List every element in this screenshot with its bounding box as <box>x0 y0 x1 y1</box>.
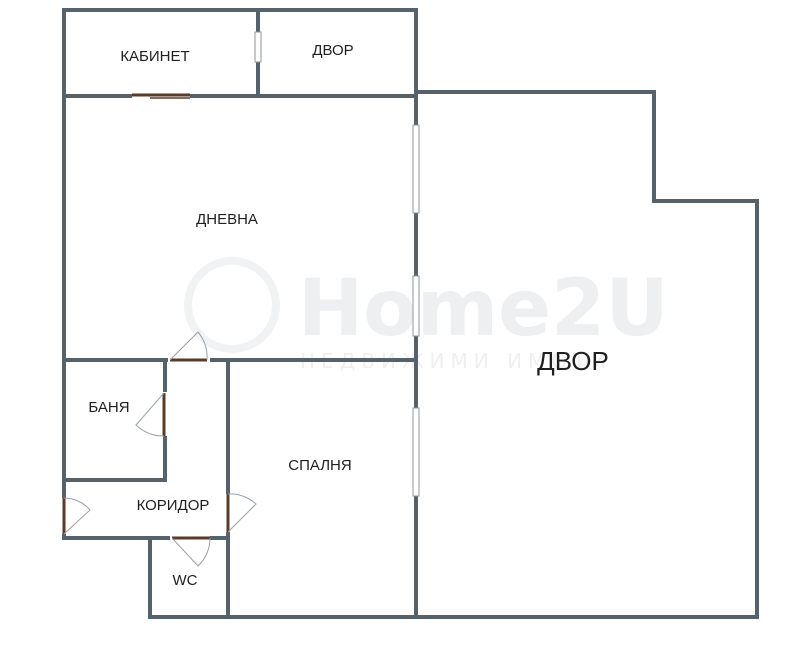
label-yard-large: ДВОР <box>537 346 609 376</box>
doors <box>61 93 257 567</box>
wall-yard-large <box>414 90 759 619</box>
door-bath-swing <box>135 392 165 437</box>
door-wc-swing <box>171 537 211 567</box>
label-wc: WC <box>173 572 198 589</box>
room-labels: КАБИНЕТ ДВОР ДНЕВНА БАНЯ КОРИДОР СПАЛНЯ … <box>88 42 608 589</box>
window-living-2 <box>412 275 420 337</box>
wall-top-block <box>62 8 418 98</box>
label-yard-small: ДВОР <box>312 42 353 59</box>
label-living: ДНЕВНА <box>196 211 258 228</box>
door-living-swing <box>169 331 208 361</box>
watermark-logo: Home2U <box>298 264 669 354</box>
label-bedroom: СПАЛНЯ <box>288 457 351 474</box>
windows <box>254 31 420 497</box>
label-bath: БАНЯ <box>88 399 129 416</box>
window-bedroom <box>412 407 420 497</box>
watermark: Home2U НЕДВИЖИМИ ИМОТИ <box>184 257 669 373</box>
label-office: КАБИНЕТ <box>120 48 189 65</box>
watermark-logo-mark <box>184 257 280 353</box>
window-office-yard <box>254 31 262 63</box>
door-bedroom-swing <box>227 493 257 533</box>
door-entrance-swing <box>63 497 91 535</box>
wall-bath <box>62 358 167 482</box>
window-living-1 <box>412 124 420 214</box>
label-corridor: КОРИДОР <box>137 497 210 514</box>
